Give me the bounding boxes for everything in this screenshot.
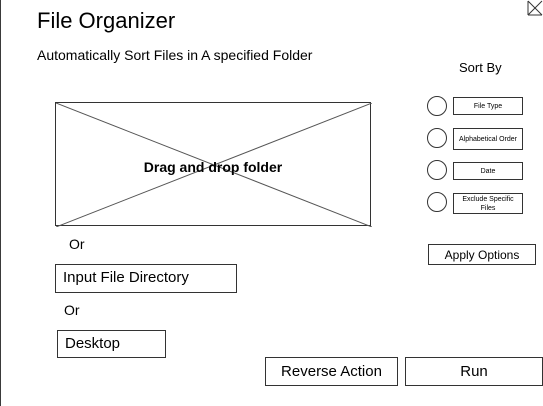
radio-button[interactable]	[427, 160, 447, 180]
sort-option-exclude[interactable]: Exclude Specific Files	[426, 192, 526, 216]
sort-option-label: File Type	[453, 97, 523, 115]
drop-zone-placeholder-icon	[56, 103, 372, 227]
apply-options-button[interactable]: Apply Options	[428, 244, 536, 265]
radio-button[interactable]	[427, 128, 447, 148]
or-label: Or	[64, 302, 80, 318]
folder-drop-zone[interactable]: Drag and drop folder	[55, 102, 372, 227]
or-label: Or	[69, 236, 85, 252]
sort-option-label: Date	[453, 162, 523, 180]
sort-option-label: Exclude Specific Files	[453, 193, 523, 214]
desktop-option[interactable]: Desktop	[57, 330, 166, 358]
run-button[interactable]: Run	[405, 357, 543, 386]
sort-option-alphabetical[interactable]: Alphabetical Order	[426, 127, 526, 151]
sort-option-label: Alphabetical Order	[453, 128, 523, 150]
directory-input[interactable]: Input File Directory	[55, 264, 237, 293]
sort-option-date[interactable]: Date	[426, 160, 526, 185]
sort-option-file-type[interactable]: File Type	[426, 96, 526, 120]
sort-by-heading: Sort By	[459, 60, 502, 75]
app-title: File Organizer	[37, 8, 176, 33]
radio-button[interactable]	[427, 96, 447, 116]
app-subtitle: Automatically Sort Files in A specified …	[37, 47, 313, 63]
close-icon[interactable]	[527, 0, 543, 16]
window-border	[0, 0, 1, 406]
reverse-action-button[interactable]: Reverse Action	[265, 357, 398, 386]
drop-zone-label: Drag and drop folder	[143, 159, 283, 175]
radio-button[interactable]	[427, 192, 447, 212]
